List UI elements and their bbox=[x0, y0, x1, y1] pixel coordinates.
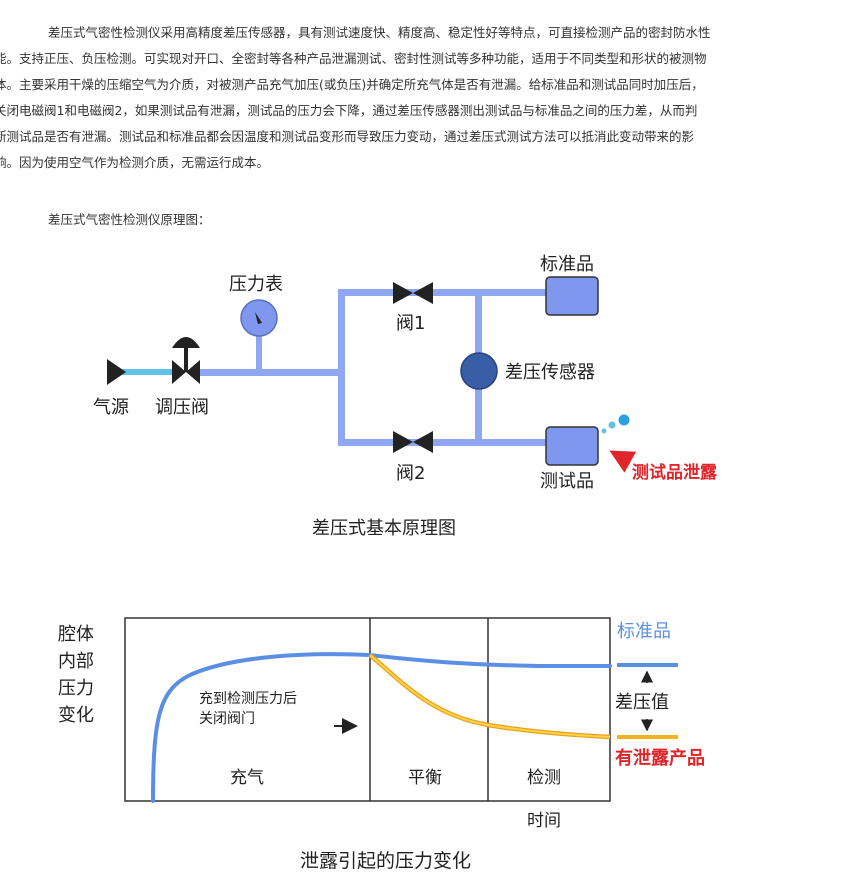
ylabel-line: 变化 bbox=[58, 705, 94, 726]
standard-part-box bbox=[545, 276, 599, 316]
ylabel-line: 压力 bbox=[58, 678, 94, 699]
xlabel: 时间 bbox=[527, 811, 561, 831]
pressure-gauge-label: 压力表 bbox=[229, 274, 283, 295]
pressure-gauge-icon bbox=[240, 299, 278, 337]
leak-bubbles-icon bbox=[601, 414, 630, 434]
phase-label: 平衡 bbox=[408, 768, 442, 788]
schematic-diagram: 气源 调压阀 压力表 阀1 阀2 标准品 差压传感器 测试品 测试品泄露 差压式… bbox=[93, 254, 718, 539]
diff-sensor-label: 差压传感器 bbox=[505, 362, 595, 383]
phase-label: 检测 bbox=[527, 768, 561, 788]
air-source-label: 气源 bbox=[93, 397, 129, 418]
intro-line: 能。支持正压、负压检测。可实现对开口、全密封等各种产品泄漏测试、密封性测试等多种… bbox=[0, 51, 707, 66]
intro-line: 断测试品是否有泄漏。测试品和标准品都会因温度和测试品变形而导致压力变动，通过差压… bbox=[0, 129, 695, 144]
pressure-change-chart: 腔体 内部 压力 变化 充到检测压力后 关闭阀门 充气 平衡 检测 时间 标准品… bbox=[58, 617, 705, 872]
intro-paragraph: 差压式气密性检测仪采用高精度差压传感器，具有测试速度快、精度高、稳定性好等特点，… bbox=[0, 20, 850, 176]
regulator-valve-icon bbox=[172, 337, 200, 384]
phase-label: 充气 bbox=[230, 768, 264, 788]
diagram-section-title: 差压式气密性检测仪原理图： bbox=[48, 212, 211, 227]
leak-label: 测试品泄露 bbox=[632, 462, 718, 483]
standard-part-label: 标准品 bbox=[540, 254, 594, 275]
leak-arrow-icon bbox=[609, 450, 637, 473]
standard-label: 标准品 bbox=[617, 621, 671, 642]
intro-line: 差压式气密性检测仪采用高精度差压传感器，具有测试速度快、精度高、稳定性好等特点，… bbox=[48, 25, 711, 40]
standard-curve bbox=[151, 652, 612, 803]
intro-line: 关闭电磁阀1和电磁阀2，如果测试品有泄漏，测试品的压力会下降，通过差压传感器测出… bbox=[0, 103, 698, 118]
chart-caption: 泄露引起的压力变化 bbox=[300, 850, 471, 872]
source-pipe bbox=[122, 369, 172, 375]
valve-1-icon bbox=[393, 282, 433, 304]
diff-sensor-icon bbox=[460, 352, 498, 390]
intro-line: 响。因为使用空气作为检测介质，无需运行成本。 bbox=[0, 155, 270, 170]
test-part-label: 测试品 bbox=[540, 471, 594, 492]
regulator-valve-label: 调压阀 bbox=[155, 397, 209, 418]
diff-label: 差压值 bbox=[615, 692, 669, 713]
chart-frame bbox=[124, 617, 611, 802]
annotation-line: 关闭阀门 bbox=[199, 711, 255, 727]
valve-2-label: 阀2 bbox=[396, 463, 425, 484]
leak-product-label: 有泄露产品 bbox=[615, 747, 705, 769]
valve-2-icon bbox=[393, 431, 433, 453]
valve-1-label: 阀1 bbox=[396, 313, 425, 334]
air-source-icon bbox=[107, 359, 126, 385]
annotation-line: 充到检测压力后 bbox=[199, 691, 297, 707]
ylabel-line: 腔体 bbox=[58, 624, 94, 645]
ylabel-line: 内部 bbox=[58, 651, 94, 672]
schematic-caption: 差压式基本原理图 bbox=[312, 518, 456, 539]
intro-line: 体。主要采用干燥的压缩空气为介质，对被测产品充气加压(或负压)并确定所充气体是否… bbox=[0, 77, 704, 92]
test-part-box bbox=[545, 426, 599, 466]
